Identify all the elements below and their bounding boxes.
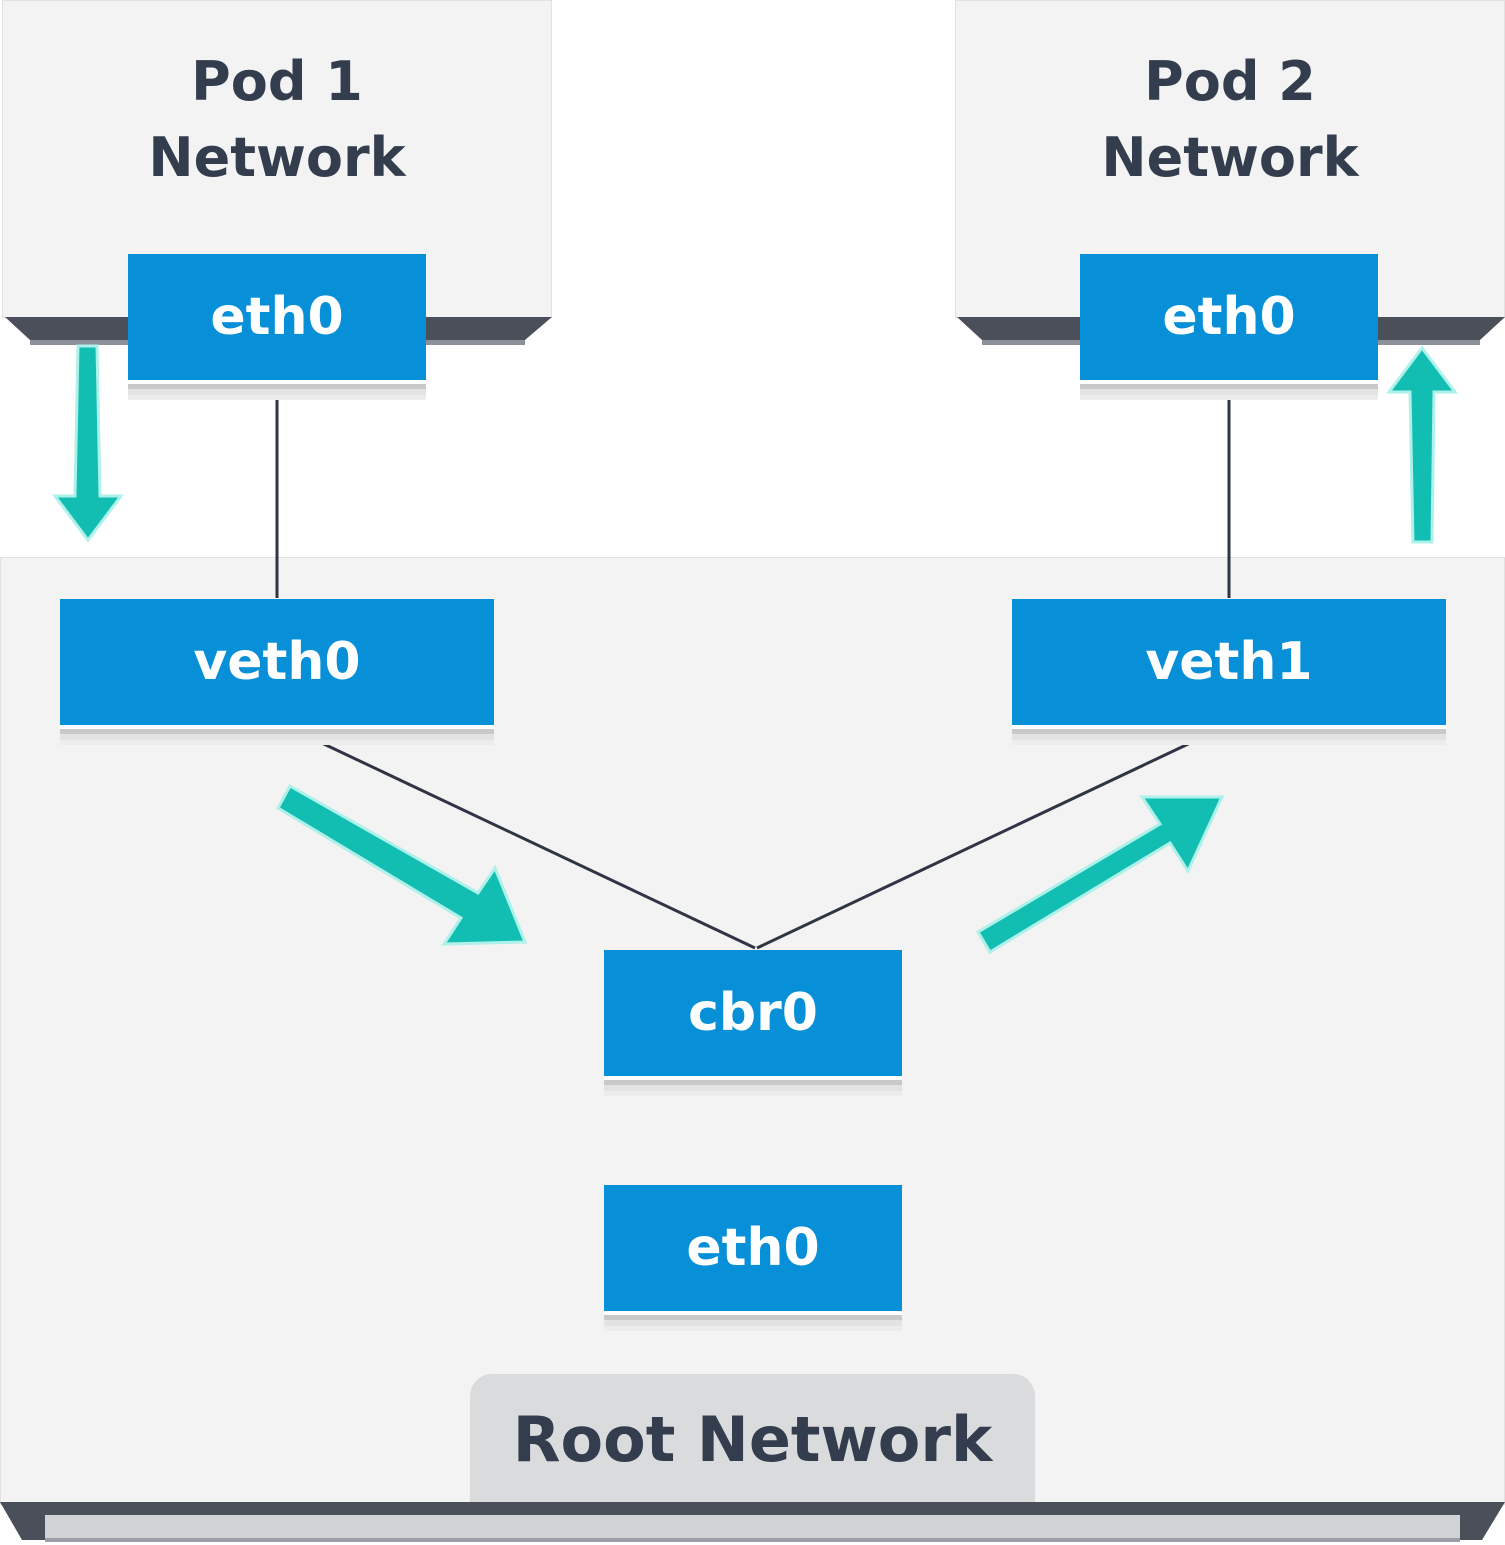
veth1-interface: veth1 xyxy=(1012,599,1446,729)
pod1-title-line2: Network xyxy=(148,126,406,189)
pod2-title-line1: Pod 2 xyxy=(1144,50,1316,113)
pod1-eth0-interface: eth0 xyxy=(128,254,426,384)
veth0-interface: veth0 xyxy=(60,599,494,729)
pod2-eth0-interface: eth0 xyxy=(1080,254,1378,384)
flow-arrow-diag-veth0-cbr0 xyxy=(275,783,528,946)
flow-arrow-down-left xyxy=(52,344,124,543)
link-veth1-cbr0 xyxy=(756,726,1223,950)
root-network-label-box: Root Network xyxy=(470,1374,1035,1505)
cbr0-bridge: cbr0 xyxy=(604,950,902,1080)
root-network-label: Root Network xyxy=(512,1403,993,1476)
link-veth0-cbr0 xyxy=(289,726,756,950)
root-eth0-interface: eth0 xyxy=(604,1185,902,1315)
flow-arrow-diag-cbr0-veth1 xyxy=(975,795,1225,955)
root-tray xyxy=(0,1502,1505,1542)
pod1-title-line1: Pod 1 xyxy=(191,50,363,113)
flow-arrow-up-right xyxy=(1386,345,1458,544)
pod2-title-line2: Network xyxy=(1101,126,1359,189)
